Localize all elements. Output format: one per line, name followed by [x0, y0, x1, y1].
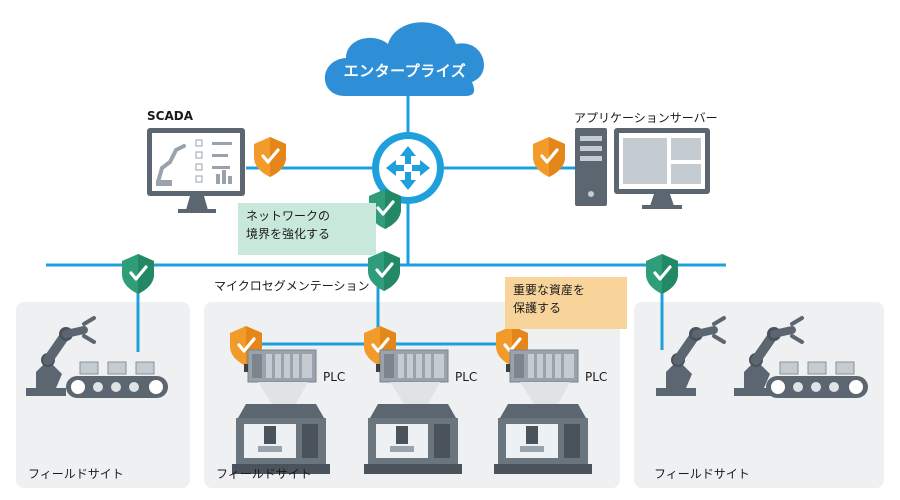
app-server-label: アプリケーションサーバー	[574, 111, 718, 125]
scada-monitor-icon	[147, 128, 245, 213]
scada-label: SCADA	[147, 109, 193, 123]
cloud-label: エンタープライズ	[343, 62, 467, 80]
boundary-callout-line-1: ネットワークの	[246, 209, 331, 223]
router-icon	[372, 132, 444, 204]
shield-right-site-icon	[644, 252, 680, 296]
cnc-machine-2-icon	[364, 404, 462, 474]
conveyor-left-icon	[65, 361, 169, 399]
assets-callout: 重要な資産を 保護する	[505, 277, 627, 329]
shield-scada-icon	[252, 135, 288, 179]
boundary-callout: ネットワークの 境界を強化する	[238, 203, 376, 255]
application-server-icon	[575, 128, 710, 209]
plc-rack-2-icon	[375, 349, 449, 383]
plc-label-2: PLC	[455, 370, 478, 384]
boundary-callout-line-2: 境界を強化する	[246, 227, 331, 241]
field-site-label-left: フィールドサイト	[28, 467, 124, 481]
plc-rack-1-icon	[243, 349, 317, 383]
conveyor-right-icon	[765, 361, 869, 399]
plc-label-1: PLC	[323, 370, 346, 384]
enterprise-cloud	[324, 22, 484, 97]
field-site-label-center: フィールドサイト	[216, 467, 312, 481]
cnc-machine-3-icon	[494, 404, 592, 474]
shield-segmentation-icon	[366, 249, 402, 293]
cnc-machine-1-icon	[232, 404, 330, 474]
assets-callout-line-1: 重要な資産を	[513, 283, 586, 297]
plc-label-3: PLC	[585, 370, 608, 384]
field-site-label-right: フィールドサイト	[654, 467, 750, 481]
assets-callout-line-2: 保護する	[513, 301, 562, 315]
segmentation-label: マイクロセグメンテーション	[214, 279, 370, 293]
shield-app-server-icon	[531, 135, 567, 179]
plc-rack-3-icon	[505, 349, 579, 383]
shield-left-site-icon	[120, 252, 156, 296]
